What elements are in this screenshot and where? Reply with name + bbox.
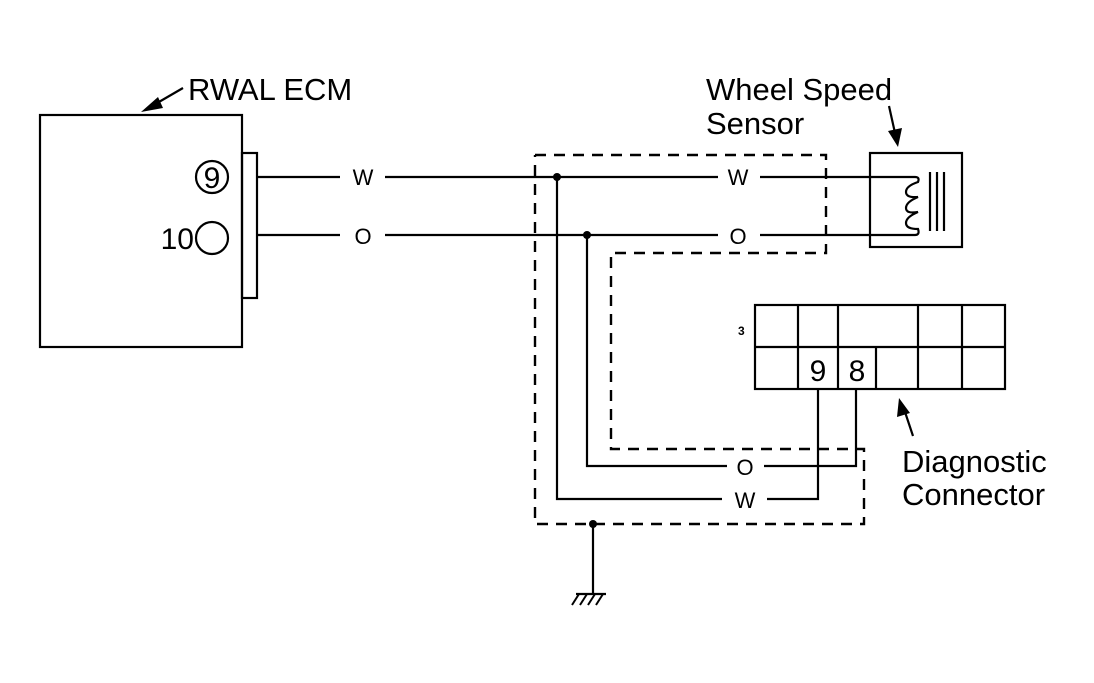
sensor-arrow-line: [887, 105, 897, 134]
ecm-box: [38, 113, 244, 349]
ecm-block: 9 10 RWAL ECM: [38, 72, 352, 349]
ecm-pin-10-circle: [194, 220, 230, 256]
sensor-white-wire-label: W: [728, 165, 749, 190]
diagnostic-connector: 3 9 8 Diagnostic Connector: [738, 303, 1047, 512]
connector-cell-dividers: [796, 305, 964, 389]
connector-arrow-head: [897, 398, 910, 417]
ecm-connector-strip: [240, 151, 259, 300]
white-branch-wire: [555, 177, 722, 501]
orange-branch-wire: [585, 235, 727, 468]
sensor-label-line2: Sensor: [706, 106, 804, 141]
orange-branch-to-pin8: [764, 389, 858, 468]
shield-outer-outline: [533, 153, 866, 526]
connector-orange-wire-label: O: [736, 455, 753, 480]
sensor-box: [868, 151, 964, 249]
ecm-white-wire-label: W: [353, 165, 374, 190]
wires: W O W O O W: [257, 165, 870, 513]
ecm-label: RWAL ECM: [188, 72, 352, 107]
connector-label-line1: Diagnostic: [902, 444, 1047, 479]
white-branch-to-pin9: [767, 389, 820, 501]
sensor-coil: [870, 175, 920, 237]
ecm-pin-9-circle: [194, 159, 230, 195]
sensor-orange-wire-label: O: [729, 224, 746, 249]
connector-row-marker: 3: [738, 324, 745, 338]
sensor-magnet-core: [928, 172, 946, 231]
ecm-pin-9-label: 9: [204, 162, 221, 195]
sensor-label-line1: Wheel Speed: [706, 72, 892, 107]
ecm-pin-10-label: 10: [161, 223, 194, 256]
connector-pin-8-label: 8: [849, 355, 866, 388]
ecm-arrow-head: [141, 97, 163, 112]
connector-arrow-line: [903, 411, 915, 437]
ground-symbol-hatch: [571, 593, 604, 606]
connector-white-wire-label: W: [735, 488, 756, 513]
cable-shield: [533, 153, 866, 526]
connector-label-line2: Connector: [902, 477, 1045, 512]
sensor-arrow-head: [888, 128, 902, 147]
ecm-orange-wire-label: O: [354, 224, 371, 249]
wheel-speed-sensor: Wheel Speed Sensor: [706, 72, 964, 249]
ground: [571, 520, 606, 606]
connector-pin-9-label: 9: [810, 355, 827, 388]
